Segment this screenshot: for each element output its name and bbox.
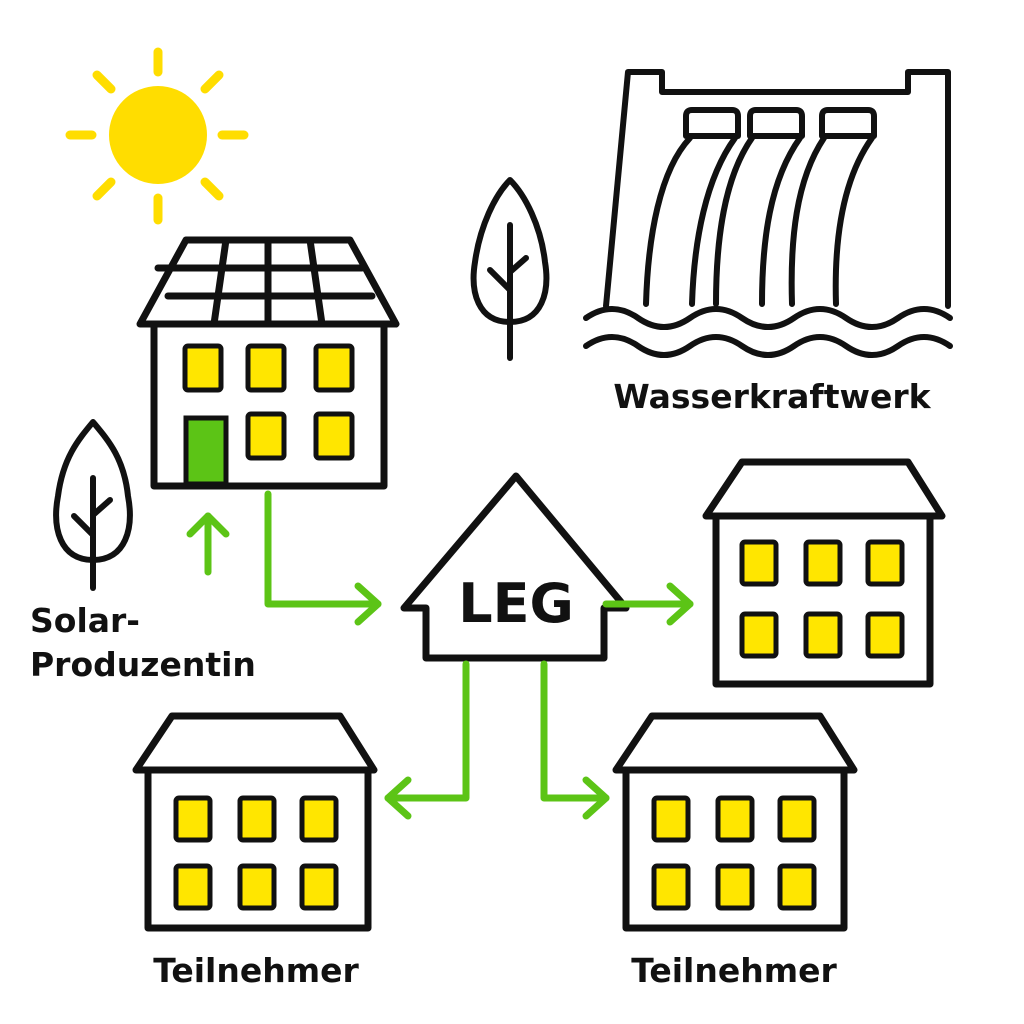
participant-label-right: Teilnehmer <box>631 951 837 990</box>
arrow-leg-to-left-house <box>384 660 470 820</box>
sun-icon <box>65 47 249 225</box>
participant-house <box>612 712 858 932</box>
solar-producer-house <box>136 236 400 490</box>
flow-arrows <box>186 490 694 820</box>
participant-house <box>132 712 378 932</box>
participant-house <box>702 458 946 688</box>
solar-producer-label-line2: Produzentin <box>30 645 256 684</box>
solar-panel-icon <box>136 236 400 328</box>
solar-producer-label-line1: Solar- <box>30 601 140 640</box>
hydropower-dam-icon <box>583 69 953 358</box>
participant-label-left: Teilnehmer <box>153 951 359 990</box>
tree-icon <box>470 177 550 361</box>
arrow-sun-to-solar-house <box>186 512 230 576</box>
door <box>183 415 229 487</box>
leg-hub-house: LEG <box>400 472 630 662</box>
arrow-solar-to-leg <box>264 490 382 626</box>
leg-label: LEG <box>458 572 574 635</box>
arrow-leg-to-bottom-right-house <box>540 660 610 820</box>
tree-icon <box>53 419 133 591</box>
solar-producer-label: Solar- Produzentin <box>30 601 256 684</box>
arrow-leg-to-right-house <box>602 582 694 626</box>
hydropower-label: Wasserkraftwerk <box>613 377 931 416</box>
